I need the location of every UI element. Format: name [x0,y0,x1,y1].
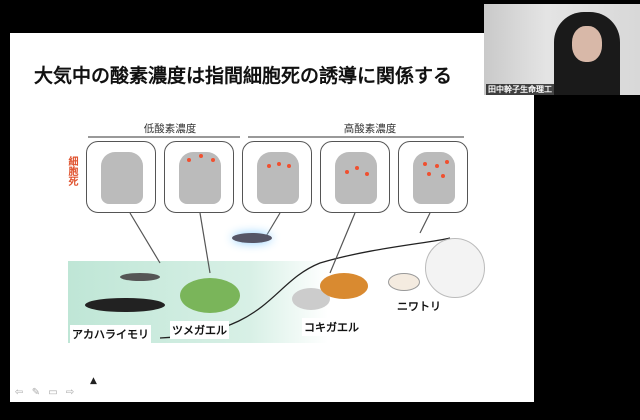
slide-title: 大気中の酸素濃度は指間細胞死の誘導に関係する [34,65,453,87]
arrow-right-icon[interactable]: ⇨ [65,387,75,398]
mouse-cursor-icon: ▲ [90,376,97,386]
species-label-newt: アカハライモリ [70,325,151,343]
eggs-image [292,288,330,310]
webcam-video[interactable]: 田中幹子生命理工 [484,4,640,95]
species-label-xenopus: ツメガエル [170,321,229,339]
presentation-slide: 大気中の酸素濃度は指間細胞死の誘導に関係する 低酸素濃度 高酸素濃度 細胞死 ア… [10,33,534,402]
limb-icon [179,152,221,204]
participant-name: 田中幹子生命理工 [486,84,554,95]
chicken-eggs-image [388,273,420,291]
limb-icon [101,152,143,204]
cell-death-label: 細胞死 [66,156,77,186]
high-oxygen-label: 高酸素濃度 [343,123,397,135]
limb-bubble-frog [320,141,390,213]
arrow-left-icon[interactable]: ⇦ [14,387,24,398]
participant-face [572,26,602,62]
xenopus-image [180,278,240,313]
slides-icon[interactable]: ▭ [48,387,58,398]
pen-icon[interactable]: ✎ [31,387,41,398]
limb-bubble-newt [86,141,156,213]
low-oxygen-label: 低酸素濃度 [143,123,197,135]
tadpole-image [232,233,272,243]
divider [88,136,240,138]
newt-image [85,298,165,312]
limb-bubble-chicken [398,141,468,213]
limb-bubble-tadpole [242,141,312,213]
species-label-chicken: ニワトリ [395,297,443,315]
divider [248,136,464,138]
tadpole-image [120,273,160,281]
limb-icon [335,152,377,204]
frog-image [320,273,368,299]
chicken-image [425,238,485,298]
limb-bubble-xenopus [164,141,234,213]
species-label-frog: コキガエル [302,318,361,336]
habitat-curve [129,212,451,339]
limb-icon [413,152,455,204]
limb-icon [257,152,299,204]
slide-controls: ⇦ ✎ ▭ ⇨ [12,388,77,398]
